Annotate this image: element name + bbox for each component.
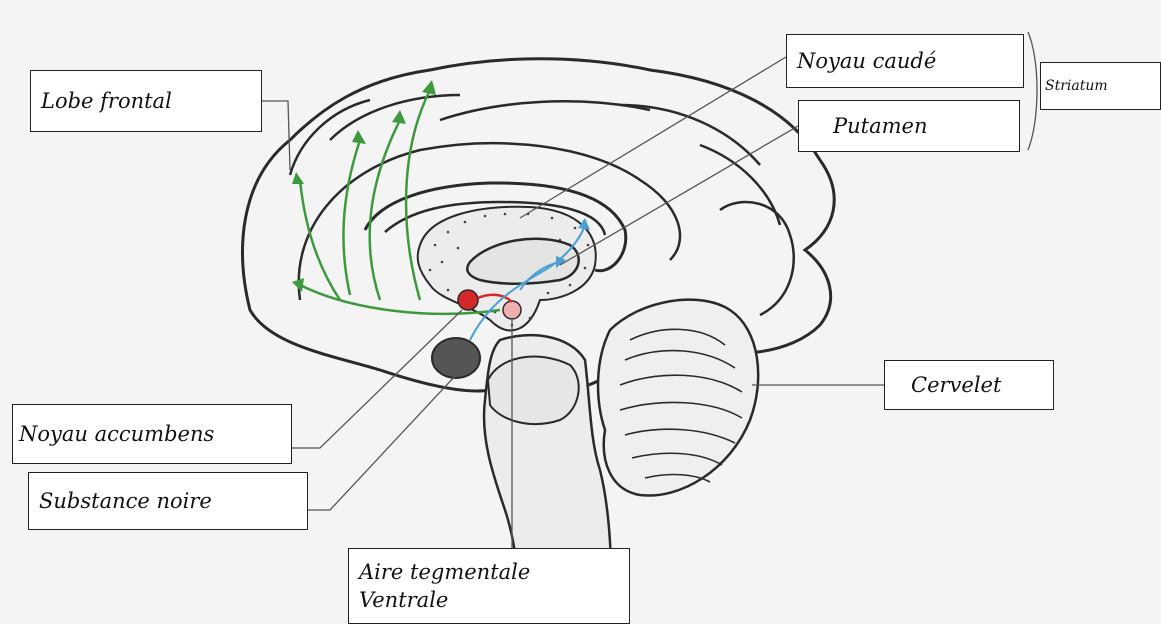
label-striatum: Striatum — [1040, 62, 1161, 110]
ventral-tegmental-area — [503, 301, 521, 319]
pons — [488, 357, 579, 424]
label-noyau-accumbens: Noyau accumbens — [12, 404, 292, 464]
label-substance-noire: Substance noire — [28, 472, 308, 530]
label-lobe-frontal: Lobe frontal — [30, 70, 262, 132]
label-aire-tegmentale-line1: Aire tegmentale — [359, 558, 530, 586]
label-aire-tegmentale-ventrale: Aire tegmentale Ventrale — [348, 548, 630, 624]
label-aire-tegmentale-line2: Ventrale — [359, 586, 448, 614]
nucleus-accumbens — [458, 290, 478, 310]
label-putamen: Putamen — [798, 100, 1020, 152]
substantia-nigra — [432, 338, 480, 378]
label-cervelet: Cervelet — [884, 360, 1054, 410]
label-noyau-caude: Noyau caudé — [786, 34, 1024, 88]
